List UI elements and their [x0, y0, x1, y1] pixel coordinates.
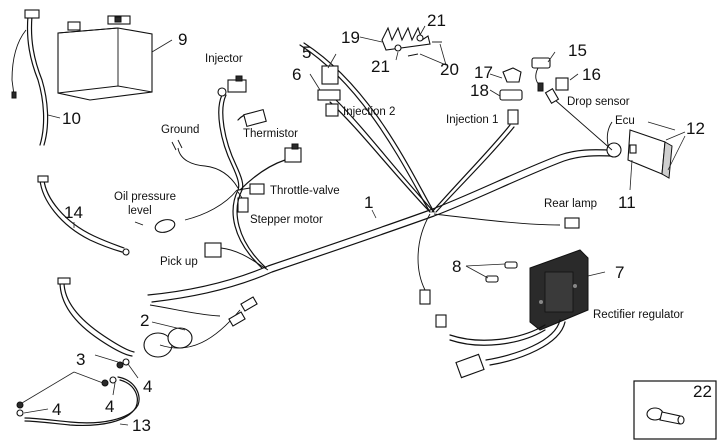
label-throttle-valve: Throttle-valve — [270, 185, 340, 197]
label-oil-pressure: Oil pressure — [114, 191, 176, 203]
part-number-12: 12 — [686, 119, 705, 138]
label-rear-lamp: Rear lamp — [544, 198, 597, 210]
part-number-8: 8 — [452, 257, 461, 276]
ecu — [627, 129, 673, 179]
injection-2-connector — [317, 65, 341, 117]
label-ground: Ground — [161, 124, 199, 136]
battery-cable — [11, 9, 49, 146]
part-number-9: 9 — [178, 30, 187, 49]
part-number-3: 3 — [76, 350, 85, 369]
label-ecu: Ecu — [615, 115, 635, 127]
part-number-6: 6 — [292, 65, 301, 84]
rectifier-regulator — [435, 249, 589, 379]
injector-harness — [134, 75, 302, 271]
component-labels: Injector Ground Thermistor Injection 2 I… — [114, 53, 684, 321]
part-number-17: 17 — [474, 63, 493, 82]
label-injection-1: Injection 1 — [446, 114, 498, 126]
label-pick-up: Pick up — [160, 256, 198, 268]
label-thermistor: Thermistor — [243, 128, 298, 140]
main-harness — [147, 42, 622, 317]
part-number-4: 4 — [52, 400, 61, 419]
inset-box-22 — [633, 380, 717, 440]
part-number-22: 22 — [693, 382, 712, 401]
label-stepper-motor: Stepper motor — [250, 214, 323, 226]
part-number-1: 1 — [364, 193, 373, 212]
part-number-5: 5 — [302, 43, 311, 62]
part-number-18: 18 — [470, 81, 489, 100]
part-number-21: 21 — [427, 11, 446, 30]
label-rectifier-regulator: Rectifier regulator — [593, 309, 684, 321]
injection-1-parts — [499, 67, 523, 125]
part-number-2: 2 — [140, 311, 149, 330]
part-number-11: 11 — [618, 193, 636, 212]
part-number-4: 4 — [143, 377, 152, 396]
part-number-20: 20 — [440, 60, 459, 79]
part-number-21: 21 — [371, 57, 390, 76]
drop-sensor — [531, 57, 569, 92]
part-number-10: 10 — [62, 109, 81, 128]
part-number-labels: 1 2 3 4 4 4 5 6 7 8 9 10 11 12 13 14 15 … — [52, 11, 712, 435]
lower-cables — [16, 277, 258, 427]
part-number-19: 19 — [341, 28, 360, 47]
part-number-4: 4 — [105, 397, 114, 416]
part-number-13: 13 — [132, 416, 151, 435]
leader-lines — [21, 25, 686, 426]
part-number-16: 16 — [582, 65, 601, 84]
part-number-15: 15 — [568, 41, 587, 60]
battery — [57, 15, 153, 101]
label-oil-pressure-level: level — [128, 205, 152, 217]
label-drop-sensor: Drop sensor — [567, 96, 630, 108]
label-injector: Injector — [205, 53, 243, 65]
ground-strap-14 — [37, 175, 130, 256]
part-number-7: 7 — [615, 263, 624, 282]
part-number-14: 14 — [64, 203, 83, 222]
connector-bracket — [381, 26, 442, 57]
label-injection-2: Injection 2 — [343, 106, 395, 118]
